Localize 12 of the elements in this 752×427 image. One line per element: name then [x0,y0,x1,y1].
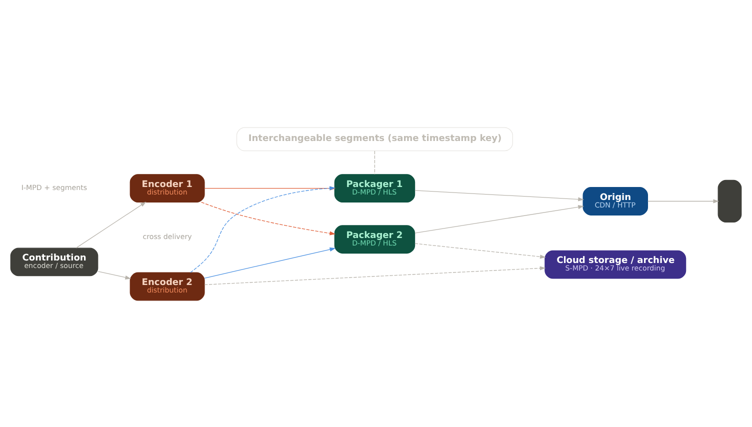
arrow [201,201,336,235]
arrow [414,190,584,201]
node-box: Interchangeable segments (same timestamp key) [236,126,513,151]
arrow [648,198,720,203]
arrow [204,246,336,278]
node-box [718,179,742,222]
arrow [76,201,146,248]
arrow [414,242,546,258]
arrow [204,266,546,285]
arrow [98,270,132,279]
connector [374,150,376,174]
arrow [414,204,584,233]
